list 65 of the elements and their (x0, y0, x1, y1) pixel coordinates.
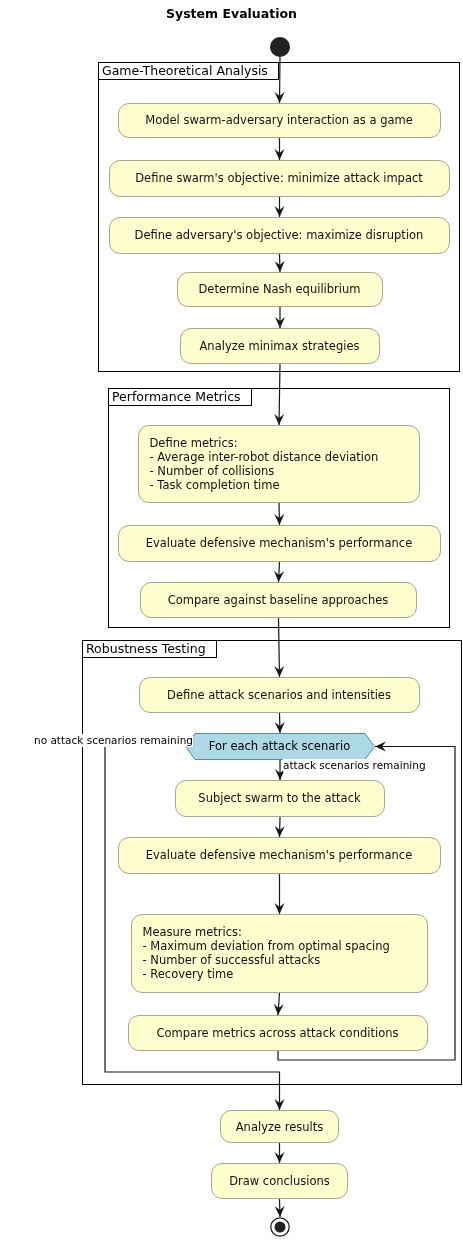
activity-box (117, 524, 441, 562)
activity-text: Subject swarm to the attack (198, 791, 361, 805)
activity-heading: Measure metrics: (142, 925, 242, 939)
group-title: Game-Theoretical Analysis (99, 63, 279, 80)
list-item: - Average inter-robot distance deviation (149, 449, 379, 464)
start-node (270, 37, 290, 57)
end-node (270, 1217, 290, 1237)
activity-box (139, 581, 417, 618)
edge-label: attack scenarios remaining (283, 759, 426, 772)
activity-box (117, 102, 441, 138)
activity-text: Define attack scenarios and intensities (167, 687, 391, 702)
activity-text: Compare against baseline approaches (167, 592, 389, 607)
activity-box (130, 913, 428, 993)
arrow (274, 617, 285, 678)
arrow (274, 712, 285, 734)
arrow (274, 816, 285, 838)
group-title: Robustness Testing (83, 641, 217, 658)
list-item: - Recovery time (142, 967, 234, 981)
arrow (274, 1198, 285, 1218)
activity-heading: Define metrics: (149, 435, 238, 450)
arrow (277, 741, 456, 1061)
activity-box (176, 271, 383, 307)
arrow (274, 561, 285, 583)
activity-text: Analyze results (235, 1119, 324, 1134)
diagram-title: System Evaluation (165, 6, 298, 21)
activity-text: Define adversary's objective: maximize disruption (134, 228, 424, 242)
list-item: - Maximum deviation from optimal spacing (142, 939, 390, 953)
activity-text: Analyze minimax strategies (199, 338, 360, 353)
arrow (275, 306, 285, 329)
arrow (274, 873, 285, 915)
activity-box (179, 327, 380, 364)
arrow (274, 1142, 285, 1164)
arrow (274, 253, 285, 273)
activity-box (108, 159, 450, 197)
activity-text: Draw conclusions (229, 1174, 330, 1188)
activity-box (137, 424, 420, 503)
arrow (274, 196, 285, 218)
activity-box (220, 1110, 339, 1143)
arrow (274, 56, 285, 104)
arrow (275, 759, 285, 781)
list-item: - Task completion time (149, 477, 280, 492)
activity-box (108, 216, 450, 254)
arrow (274, 502, 285, 526)
activity-text: Compare metrics across attack conditions (156, 1025, 399, 1040)
activity-text: Define swarm's objective: minimize attack impact (135, 171, 423, 185)
activity-text: Evaluate defensive mechanism's performance (145, 536, 413, 550)
list-item: - Number of successful attacks (142, 953, 321, 967)
loop-condition: For each attack scenario (208, 739, 351, 753)
activity-box (138, 676, 420, 713)
arrow (274, 137, 285, 161)
edge-label: no attack scenarios remaining (34, 734, 193, 747)
list-item: - Number of collisions (149, 463, 275, 478)
arrow (273, 992, 284, 1016)
group-frame (82, 640, 462, 1085)
group-frame (108, 388, 450, 628)
group-frame (98, 62, 460, 372)
activity-text: Evaluate defensive mechanism's performance (145, 848, 413, 862)
arrow (274, 363, 285, 426)
activity-text: Determine Nash equilibrium (198, 282, 361, 296)
activity-box (174, 779, 385, 817)
activity-box (211, 1163, 348, 1199)
activity-text: Model swarm-adversary interaction as a game (145, 113, 413, 127)
activity-box (127, 1014, 428, 1051)
group-title: Performance Metrics (109, 389, 252, 406)
activity-box (117, 836, 441, 874)
